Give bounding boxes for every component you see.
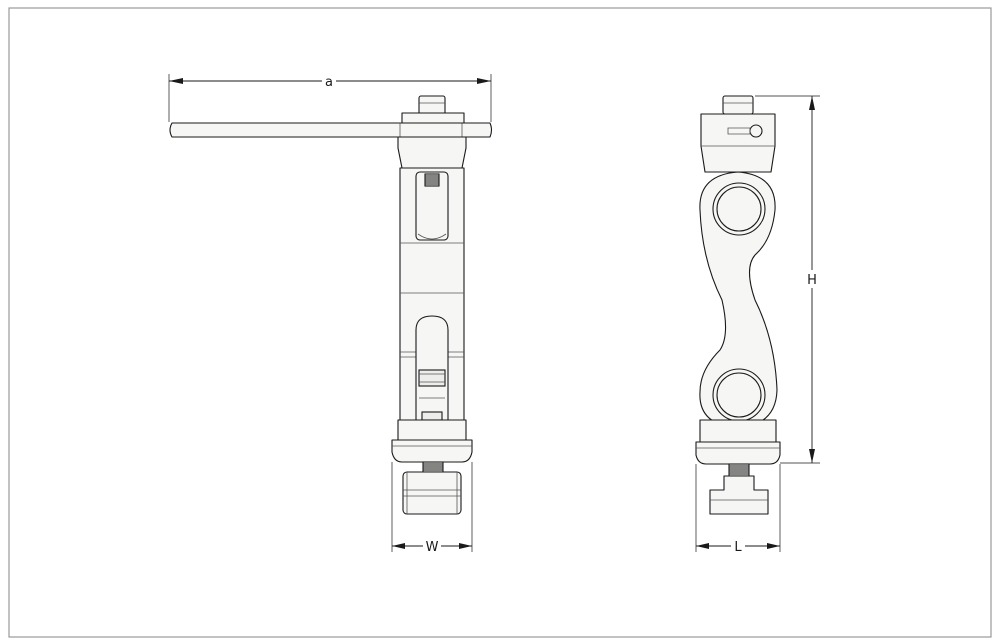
upper-slot: [415, 171, 449, 241]
side-view: H L: [695, 95, 820, 555]
dimension-w: W: [391, 462, 473, 555]
side-lower-hole: [712, 368, 766, 422]
dimension-l: L: [695, 464, 781, 555]
dimension-l-label: L: [734, 540, 742, 555]
lower-slot: [415, 315, 449, 421]
drawing-frame: [8, 7, 992, 638]
top-nut: [401, 95, 465, 124]
dimension-a: a: [168, 72, 492, 122]
side-thread: [728, 463, 750, 477]
dimension-a-label: a: [325, 75, 333, 90]
base-block: [391, 419, 473, 463]
front-view: a W: [168, 72, 493, 555]
dimension-h-label: H: [807, 273, 817, 288]
s-link-body: [699, 171, 778, 429]
dimension-h: H: [755, 95, 820, 464]
side-top-nut: [722, 95, 754, 115]
handle-bar: [169, 122, 493, 138]
side-t-pad: [709, 475, 769, 515]
side-base: [695, 419, 781, 465]
side-upper-hole: [712, 182, 766, 236]
upper-thread: [424, 173, 440, 187]
dimension-w-label: W: [426, 540, 439, 555]
head-block: [397, 136, 467, 169]
clamp-pad: [402, 471, 462, 515]
bottom-thread: [422, 461, 444, 473]
side-head-block: [700, 113, 776, 173]
